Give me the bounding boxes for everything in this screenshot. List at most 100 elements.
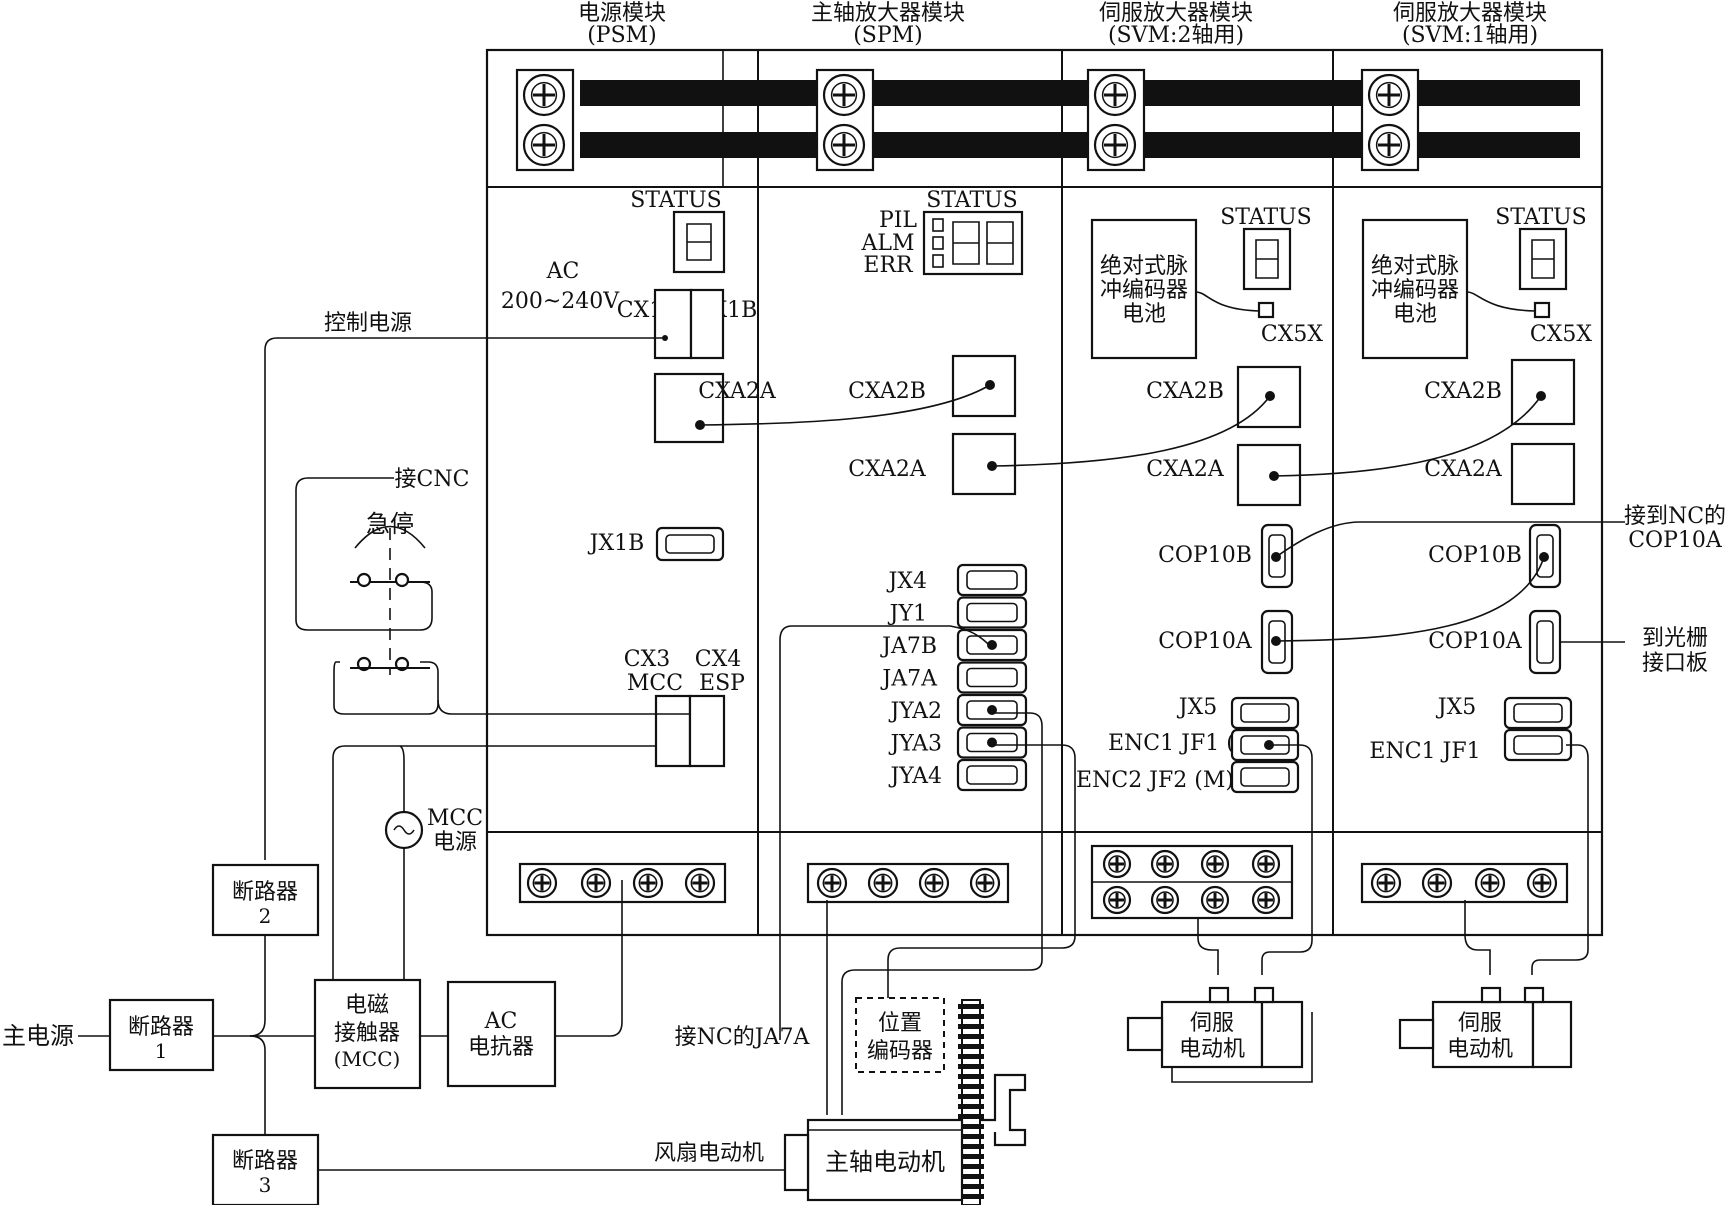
psm-ac-label: AC [546,259,580,284]
spm-connector-jx4[interactable] [956,563,1028,597]
wire-estop-lower [333,661,439,715]
spindle-motor[interactable] [806,1118,964,1202]
gear-tooth [958,1164,984,1169]
psm-terminal-screw-0 [526,867,558,899]
spm-seven-segment-2 [986,221,1014,265]
spm-seven-segment-1 [952,221,980,265]
svm2-terminal-screw-top-3 [1251,849,1281,879]
spm-pil-label: PIL [879,208,917,233]
gear-tooth [958,1094,984,1099]
position-encoder-label-line2: 编码器 [867,1039,933,1064]
spm-connector-jy1[interactable] [956,596,1028,629]
jx1b-connector[interactable] [655,526,725,562]
spm-connector-label-jx4: JX4 [887,569,927,594]
bus-screw-upper-2-ring [1101,81,1129,109]
gear-tooth [958,1154,984,1159]
gear-tooth [958,1194,984,1199]
spm-connector-label-ja7b: JA7B [880,634,937,659]
wire-svm2-enc1-to-motor [1261,744,1313,975]
cx3-connector[interactable] [654,694,692,768]
cx4-connector[interactable] [688,694,726,768]
spm-connector-ja7a[interactable] [956,661,1028,694]
svm2-battery-connector-cable [1195,291,1261,312]
svm1-battery-line2: 冲编码器 [1371,278,1459,303]
psm-module: STATUS AC 200~240V CX1A CX1B CXA2A JX1B … [501,188,777,768]
gear-tooth [958,1074,984,1079]
magnetic-contactor[interactable] [313,978,422,1090]
bus-screw-lower-1 [822,123,866,167]
spm-err-led [932,254,944,268]
psm-cxa2a-connector[interactable] [653,372,725,444]
svm2-name: 伺服放大器模块 [1099,1,1253,26]
svm2-terminal-screw-top-2 [1200,849,1230,879]
ac-reactor[interactable] [446,980,557,1088]
svm2-jx5-connector[interactable] [1230,696,1300,730]
breaker-1-label: 断路器 [128,1015,194,1040]
servo-motor-svm1[interactable] [1431,1000,1535,1069]
svm1-cop10b-connector-inner [1536,534,1554,578]
svm2-cxa2a-connector[interactable] [1236,443,1302,507]
gear-tooth [958,1124,984,1129]
spm-terminal-screw-3-ring [975,873,995,893]
svm2-module: STATUS 绝对式脉 冲编码器 电池 CX5X CXA2B CXA2A COP… [1076,205,1323,794]
jx1b-label: JX1B [588,531,645,556]
spm-module: STATUS PIL ALM ERR CXA2B CXA2A JX4JY1JA7… [848,188,1028,792]
bus-screw-lower-2-ring [1101,131,1129,159]
servo-motor-svm2-label-line2: 电动机 [1179,1037,1245,1062]
psm-code: (PSM) [587,23,657,48]
svm1-enc1-connector-inner [1513,735,1563,755]
wire-jya3-to-position-encoder [887,744,1076,998]
cx1a-connector[interactable] [653,288,693,360]
svm2-cx5x-connector[interactable] [1257,301,1275,319]
spm-connector-ja7b-pin [987,640,997,650]
breaker-3[interactable] [211,1133,320,1205]
cx1b-connector[interactable] [689,288,725,360]
spm-connector-jya4[interactable] [956,758,1028,792]
bus-screw-upper-0-ring [530,81,558,109]
gear-tooth [958,1034,984,1039]
svm1-cx5x-connector[interactable] [1533,301,1551,319]
svm1-terminal-screw-2-ring [1480,873,1500,893]
svm2-cx5x-label: CX5X [1261,322,1323,347]
servo-motor-svm2-power-plug [1208,986,1230,1004]
svm1-cop10a-connector-inner [1536,620,1554,664]
svm1-terminal-screw-0-ring [1376,873,1396,893]
main-power-label: 主电源 [2,1022,74,1050]
spm-terminal-screw-2 [918,867,950,899]
servo-motor-svm2-shaft [1126,1016,1164,1052]
spm-connector-ja7a-inner [966,667,1018,688]
spm-alm-led [932,236,944,250]
svm2-terminal-screw-top-3-ring [1257,855,1275,873]
svm1-cxa2a-connector[interactable] [1510,442,1576,506]
psm-ac-voltage: 200~240V [501,289,620,314]
svm2-enc2-connector[interactable] [1230,760,1300,794]
breaker-2[interactable] [211,863,320,937]
svm2-status-display [1242,227,1292,291]
wire-breaker1-to-breaker2 [213,935,266,1037]
bus-screw-upper-1 [822,73,866,117]
spm-cxa2b-connector[interactable] [951,354,1017,418]
svm1-jx5-connector[interactable] [1503,696,1573,730]
svm1-code: (SVM:1轴用) [1402,23,1538,48]
position-encoder[interactable] [855,997,945,1073]
svm1-status-label: STATUS [1495,205,1587,230]
to-grating-line1: 到光栅 [1642,626,1708,651]
svm2-terminal-screw-bot-1 [1150,885,1180,915]
breaker-1[interactable] [108,998,215,1072]
svm2-battery-line3: 电池 [1122,302,1166,327]
svm2-terminal-screw-top-0-ring [1108,855,1126,873]
wire-svm2-power-to-motor [1197,918,1219,975]
spm-cxa2a-connector[interactable] [951,432,1017,496]
module-headers: 电源模块 (PSM) 主轴放大器模块 (SPM) 伺服放大器模块 (SVM:2轴… [578,1,1547,48]
contactor-label-line2: 接触器 [334,1021,400,1046]
svm2-battery-line1: 绝对式脉 [1100,254,1188,279]
svm2-enc2-label: ENC2 JF2 (M) [1076,768,1234,793]
bus-bar-upper [580,80,1580,106]
spm-err-label: ERR [863,253,914,278]
wire-svm1-power-to-motor [1464,900,1491,975]
svm1-enc1-connector[interactable] [1503,728,1573,762]
svm2-terminal-screw-top-0 [1102,849,1132,879]
svm2-cop10b-label: COP10B [1158,543,1252,568]
svm2-status-label: STATUS [1220,205,1312,230]
spm-terminal-screw-1 [867,867,899,899]
